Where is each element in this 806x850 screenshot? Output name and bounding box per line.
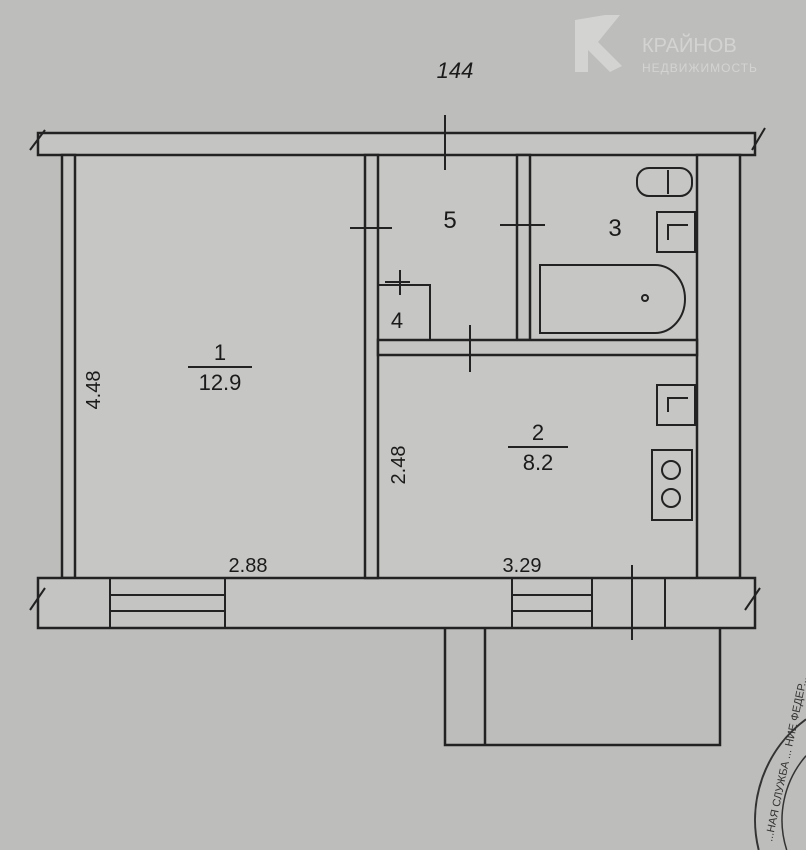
room-1-area: 12.9 bbox=[199, 370, 242, 395]
toilet-icon bbox=[636, 167, 693, 197]
dimension-room2-width: 3.29 bbox=[503, 555, 542, 577]
watermark-brand: КРАЙНОВ bbox=[642, 33, 737, 57]
windows bbox=[109, 565, 666, 640]
kitchen-sink-icon bbox=[656, 384, 696, 426]
room-5-number: 5 bbox=[443, 207, 456, 234]
room-1-number: 1 bbox=[214, 340, 226, 365]
door-marks bbox=[350, 115, 545, 372]
plan-number: 144 bbox=[437, 58, 474, 83]
dimension-room2-height: 2.48 bbox=[388, 446, 410, 485]
dimension-room1-width: 2.88 bbox=[229, 555, 268, 577]
watermark-logo: КРАЙНОВ НЕДВИЖИМОСТЬ bbox=[575, 15, 758, 75]
interior-walls bbox=[363, 153, 699, 580]
sink-icon bbox=[656, 211, 696, 253]
room-2-number: 2 bbox=[532, 420, 544, 445]
wall-break-marks bbox=[29, 127, 766, 611]
room-2-area: 8.2 bbox=[523, 450, 554, 475]
room-fills bbox=[75, 155, 697, 578]
stamp-inner-ring bbox=[781, 755, 806, 850]
stove-icon bbox=[651, 449, 693, 521]
watermark-subtitle: НЕДВИЖИМОСТЬ bbox=[642, 61, 758, 75]
room-3-number: 3 bbox=[608, 215, 621, 242]
stamp-outer-ring bbox=[754, 718, 806, 850]
outer-walls bbox=[36, 131, 757, 747]
bathtub-icon bbox=[539, 264, 686, 334]
room-4-number: 4 bbox=[391, 308, 403, 333]
dimension-room1-height: 4.48 bbox=[83, 371, 105, 410]
